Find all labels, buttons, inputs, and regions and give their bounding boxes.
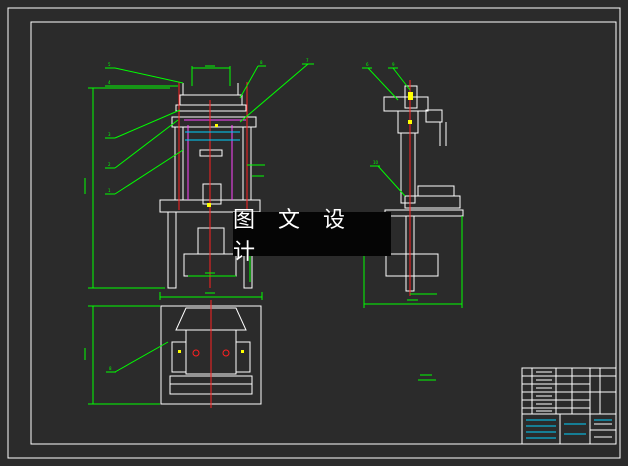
front-view-cyan-lines: [185, 131, 240, 141]
dimension-text-marks: [84, 65, 436, 381]
balloon-3: 3: [108, 132, 111, 137]
side-arm: [425, 109, 443, 123]
title-block-text-marks: [536, 371, 612, 438]
hole: [222, 349, 230, 357]
front-slider: [202, 183, 222, 205]
balloon-6: 6: [366, 62, 369, 67]
outer-border: [7, 7, 621, 459]
leader-1: [114, 149, 184, 195]
plan-side-left: [171, 341, 187, 373]
front-top-plate-2: [175, 104, 247, 112]
marker: [241, 350, 244, 353]
balloon-4: 4: [108, 80, 111, 85]
side-base-block: [385, 253, 439, 277]
front-view-hidden-lines: [184, 119, 246, 200]
leader-5: [114, 67, 184, 84]
balloon-5: 5: [108, 62, 111, 67]
watermark-label: 图 文 设 计: [233, 208, 391, 265]
leader-9: [392, 67, 411, 91]
hole: [192, 349, 200, 357]
dimension-lines: [88, 63, 463, 405]
balloon-7: 7: [306, 58, 309, 63]
balloon-9: 9: [392, 62, 395, 67]
title-block: [521, 367, 617, 445]
side-view-yellow-marks: [408, 92, 413, 124]
leader-10: [377, 165, 406, 197]
plan-hopper: [175, 307, 247, 331]
leader-7: [239, 63, 309, 123]
marker: [408, 120, 412, 124]
leader-8: [239, 65, 259, 99]
marker: [207, 203, 211, 207]
balloon-8-plan: 8: [109, 366, 112, 371]
front-leg-left: [167, 211, 177, 289]
marker: [408, 92, 413, 100]
title-block-cyan-fields: [526, 419, 612, 439]
balloon-10: 10: [373, 160, 379, 165]
front-view-centerlines: [178, 82, 248, 288]
marker: [178, 350, 181, 353]
title-block-outline: [521, 367, 617, 445]
balloon-labels: 5 4 3 2 1 8 7 6 9 10 8: [108, 58, 395, 371]
inner-border: [30, 21, 617, 445]
side-bracket: [417, 185, 455, 197]
front-clamp: [199, 149, 223, 157]
plan-view-marks: [192, 300, 230, 408]
leader-6: [367, 67, 399, 101]
plan-side-right: [235, 341, 251, 373]
side-motor: [404, 85, 418, 109]
plan-view-yellow-marks: [178, 350, 244, 353]
leader-2: [114, 119, 179, 169]
front-view-yellow-marks: [207, 124, 218, 207]
balloon-8: 8: [260, 60, 263, 65]
marker: [215, 124, 218, 127]
balloon-1: 1: [108, 188, 111, 193]
front-crossbeam: [171, 116, 257, 128]
side-column: [400, 132, 416, 204]
leader-3: [114, 109, 181, 139]
front-lower-body: [197, 227, 225, 255]
balloon-2: 2: [108, 162, 111, 167]
leader-8-plan: [114, 341, 169, 373]
